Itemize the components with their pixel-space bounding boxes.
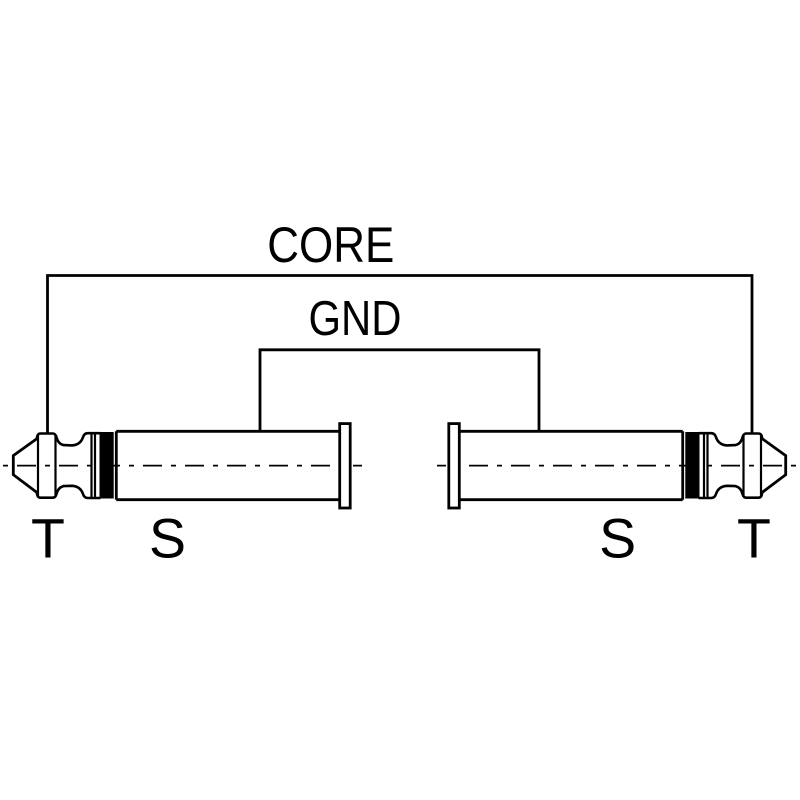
svg-text:GND: GND: [309, 292, 402, 346]
svg-text:S: S: [599, 508, 636, 570]
svg-text:T: T: [737, 508, 771, 570]
svg-text:T: T: [31, 508, 65, 570]
svg-text:CORE: CORE: [267, 217, 394, 273]
svg-text:S: S: [149, 508, 186, 570]
